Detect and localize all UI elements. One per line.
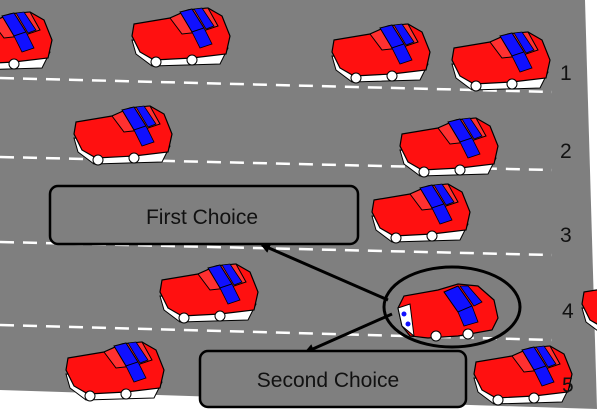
arrow-second-choice bbox=[304, 312, 393, 354]
lane-number-3: 3 bbox=[560, 224, 572, 247]
lane-marking-1 bbox=[0, 76, 553, 94]
choice-arrows bbox=[260, 243, 393, 354]
car bbox=[0, 11, 53, 72]
second-choice-label: Second Choice bbox=[257, 369, 399, 392]
first-choice-label: First Choice bbox=[146, 206, 258, 229]
second-choice-box: Second Choice bbox=[198, 349, 468, 409]
first-choice-box: First Choice bbox=[48, 184, 360, 246]
ego-car-highlight bbox=[382, 265, 522, 349]
lane-number-2: 2 bbox=[560, 140, 572, 163]
lane-number-5: 5 bbox=[562, 374, 574, 397]
lane-numbers: 1 2 3 4 5 bbox=[560, 62, 574, 397]
ego-car-group bbox=[382, 265, 522, 349]
lane-number-1: 1 bbox=[560, 62, 572, 85]
lane-number-4: 4 bbox=[562, 300, 574, 323]
lane-marking-4 bbox=[0, 323, 553, 342]
arrow-first-choice bbox=[260, 243, 389, 302]
